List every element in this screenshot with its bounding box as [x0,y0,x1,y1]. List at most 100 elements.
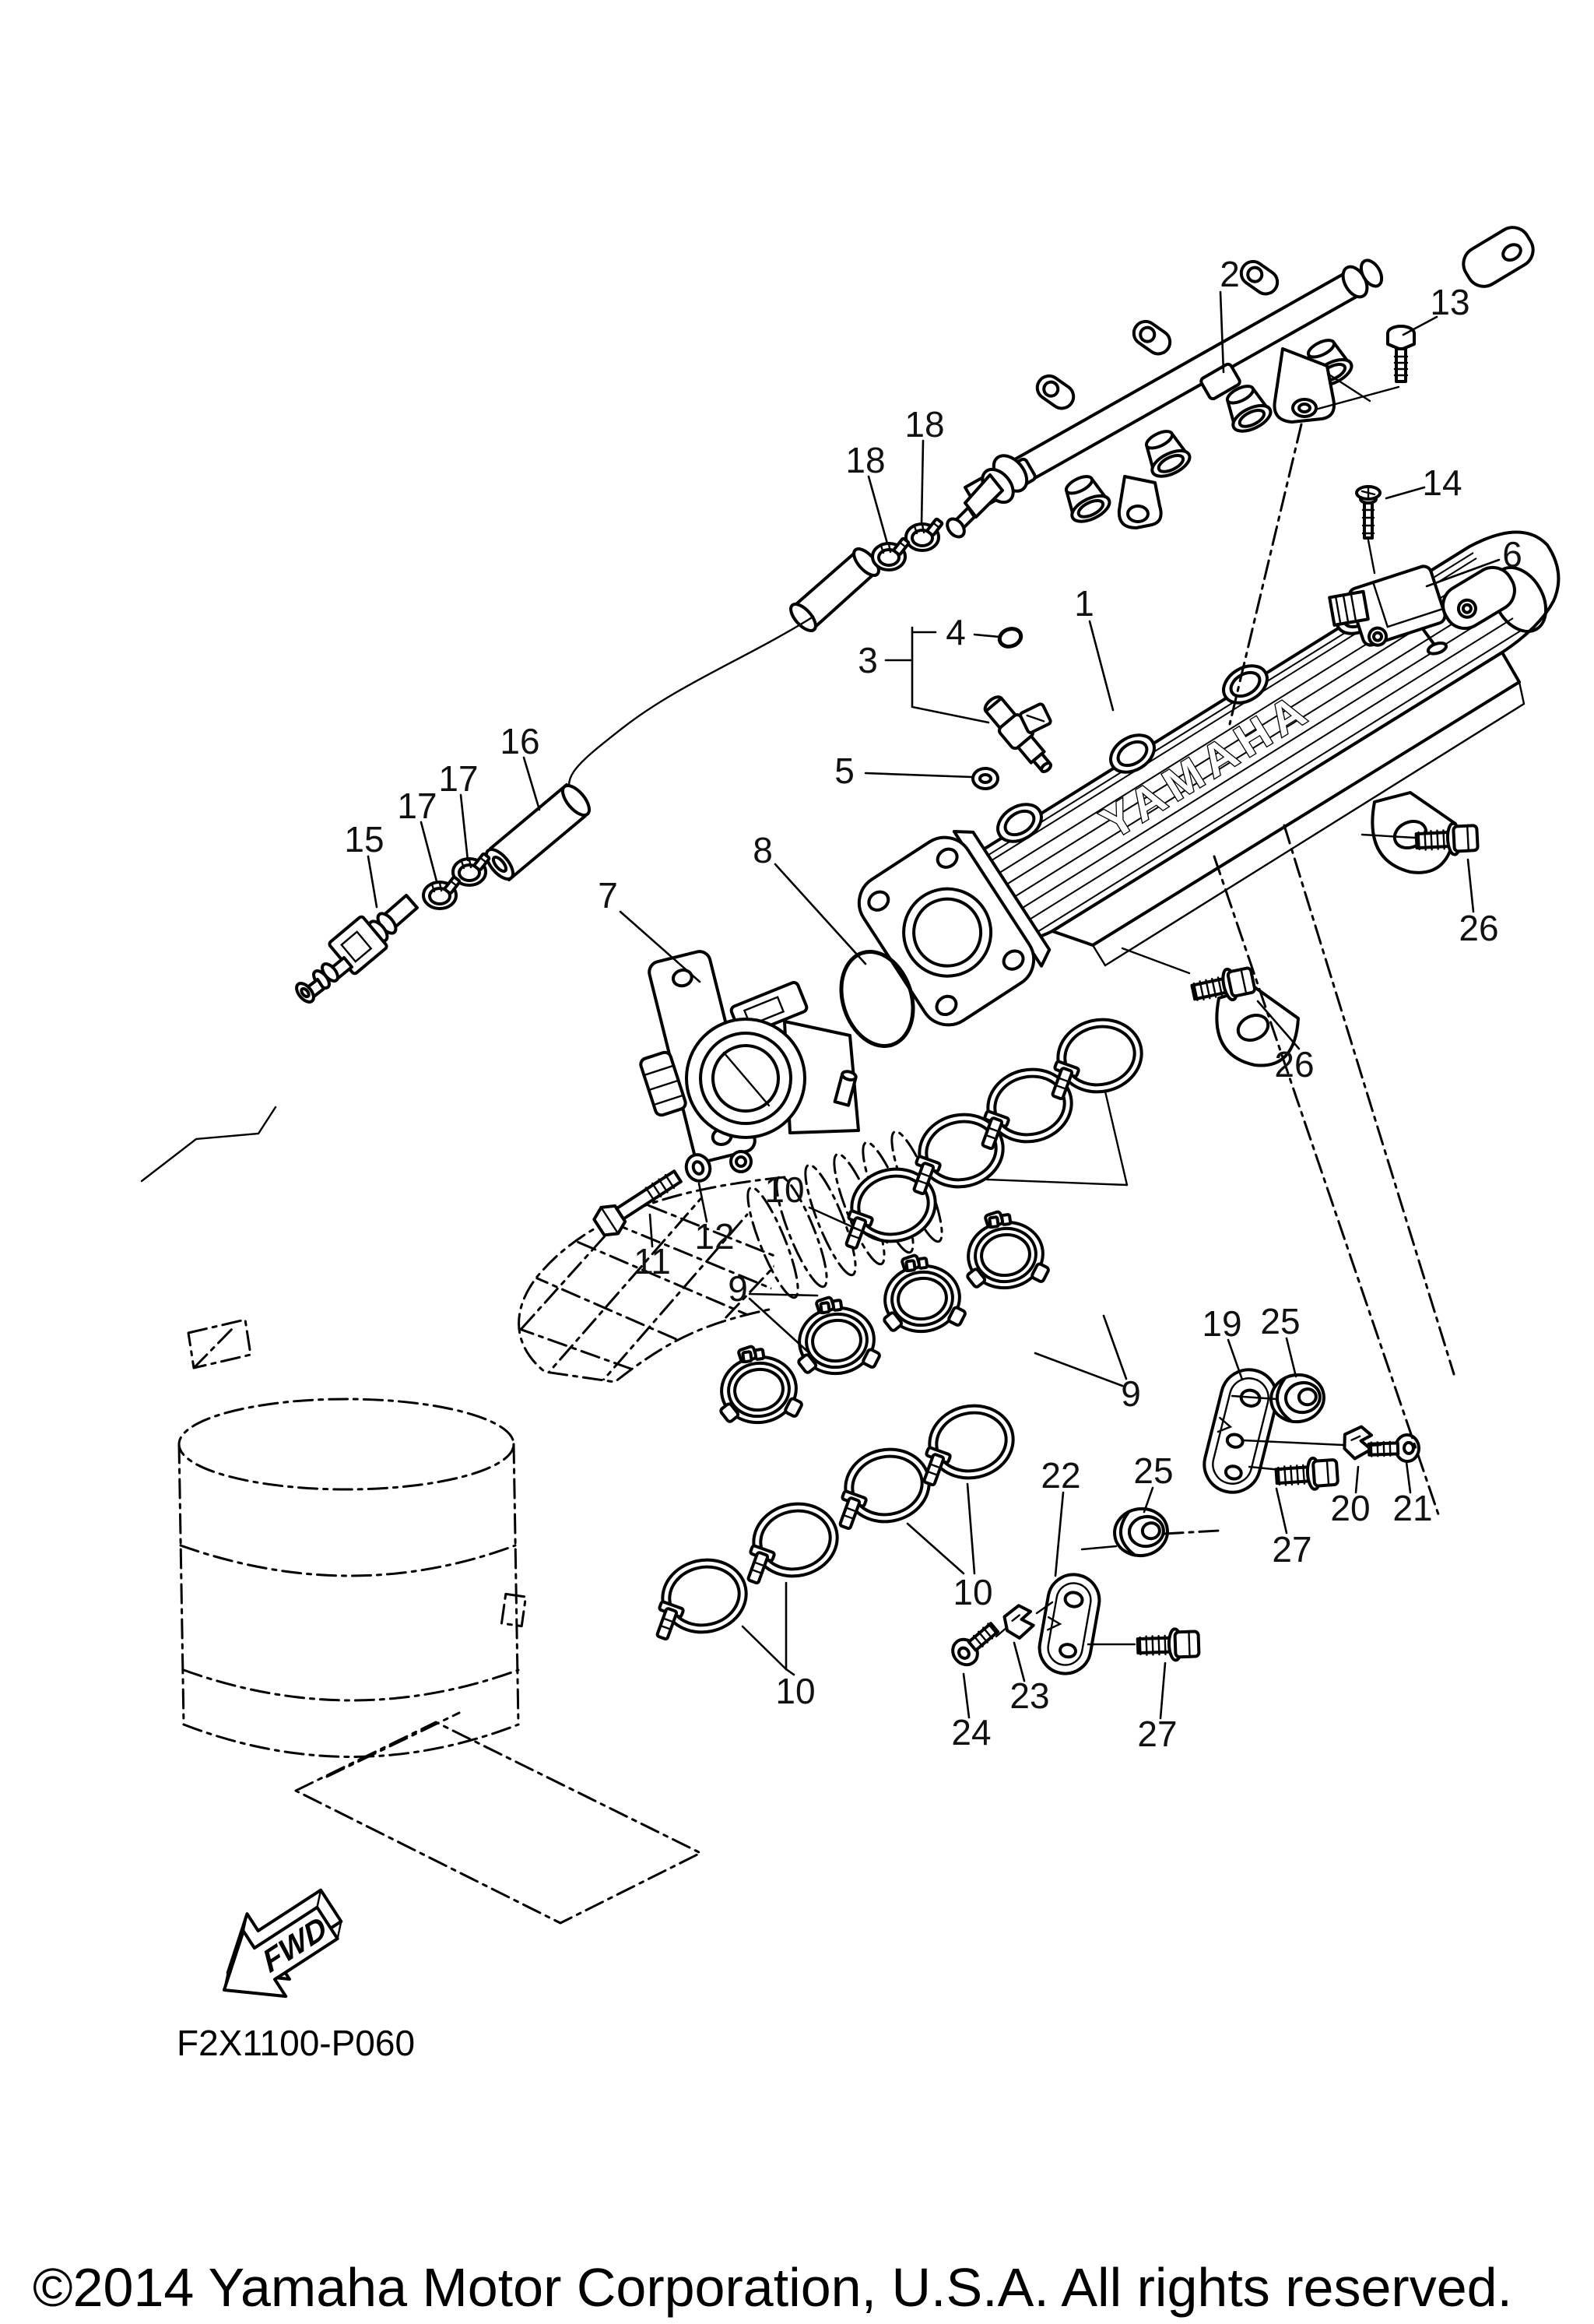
callout-26: 26 [1274,1044,1314,1085]
fwd-arrow: FWD [223,1888,343,1999]
leader-line-27 [1159,1661,1167,1720]
leader-line-7 [619,910,701,983]
callout-16: 16 [500,721,539,761]
bracket-22 [1038,1573,1101,1675]
leader-line-17 [459,793,469,862]
leader-line-23 [1013,1641,1026,1682]
leader-line-15 [367,855,378,909]
grommet-25 [1110,1503,1172,1561]
hose-clamp-10 [818,1440,938,1537]
callout-17: 17 [397,786,437,826]
rail-bracket [1273,347,1336,424]
callout-24: 24 [951,1712,991,1753]
callout-12: 12 [694,1216,734,1257]
intake-joint-9 [873,1247,970,1339]
callout-22: 22 [1041,1455,1080,1496]
callout-2: 2 [1220,254,1240,294]
leader-line-20 [1354,1465,1360,1494]
hose-clamp-10 [635,1550,755,1647]
leader-line-25 [1285,1337,1297,1378]
callout-27: 27 [1272,1529,1311,1570]
leader-line-10 [808,1206,889,1244]
duct-tag [187,1318,252,1369]
callout-19: 19 [1202,1303,1241,1344]
leader-line-13 [1402,315,1438,336]
callout-13: 13 [1430,282,1469,322]
leader-line-4 [973,633,1001,638]
callout-10: 10 [764,1169,804,1210]
fuel-rail-port [1059,470,1114,526]
fuel-rail-port [1139,425,1194,481]
intake-joint-9 [788,1289,884,1381]
leader-line-10 [966,1482,976,1575]
callout-10: 10 [775,1671,815,1711]
callout-9: 9 [1121,1373,1141,1414]
clip-23 [999,1601,1039,1643]
leader-line-12 [697,1182,708,1223]
leader-line-2 [1219,290,1225,374]
leader-line-17 [420,821,438,883]
callout-21: 21 [1392,1488,1432,1528]
callout-18: 18 [904,404,944,445]
hose-clamp-10 [726,1494,846,1591]
callout-9: 9 [728,1268,748,1309]
callout-17: 17 [438,758,478,799]
callout-4: 4 [946,612,966,652]
manifold-flange [857,829,1052,1027]
grommet-5 [971,767,999,790]
leader-line-5 [864,772,973,779]
injector-3 [983,695,1053,774]
intake-manifold: YAMAHA [857,530,1561,1067]
callout-25: 25 [1133,1450,1173,1491]
screw-14 [1355,485,1382,540]
o-ring-8 [839,949,915,1049]
callout-14: 14 [1422,462,1462,503]
duct-mesh [518,1178,785,1382]
air-duct [140,1106,943,1925]
leader-line-22 [1054,1491,1065,1577]
callout-18: 18 [845,440,885,480]
leader-line-26 [1256,1000,1301,1050]
copyright-text: ©2014 Yamaha Motor Corporation, U.S.A. A… [33,2257,1512,2318]
fuel-rail [946,226,1535,539]
callout-5: 5 [834,751,855,791]
manifold-mounting-boss [1215,791,1457,1067]
callout-3: 3 [858,640,878,680]
leader-line-11 [648,1213,654,1248]
callout-25: 25 [1260,1301,1300,1341]
fuel-pipe-joint-15 [295,894,419,1004]
fuel-hose-upper [789,547,880,632]
leader-line-16 [522,756,541,811]
pressure-regulator [946,454,1029,539]
leader-line-14 [1385,486,1426,500]
leader-line-9 [1034,1352,1124,1387]
leader-line-10 [741,1625,788,1671]
hose-clamp-17 [422,875,462,910]
leader-line-26 [1466,858,1475,913]
rail-end-bracket [1462,226,1535,288]
bolt-27 [1137,1628,1199,1661]
throttle-body [639,950,860,1173]
fuel-hose-16 [484,783,592,881]
callout-layer: 1234567899101010111213141516171718181920… [344,254,1522,1754]
washer-12 [684,1153,712,1183]
o-ring-4 [997,627,1023,649]
intake-joint-9 [710,1338,806,1430]
bracket-19 [1203,1368,1279,1494]
leader-line-1 [1088,620,1115,712]
callout-1: 1 [1074,583,1094,624]
callout-7: 7 [598,875,618,916]
callout-23: 23 [1009,1675,1049,1716]
leader-line-27 [1275,1487,1288,1535]
leader-line-3 [911,626,990,724]
hose-clamp-18 [904,517,945,552]
bolt-13 [1386,325,1416,383]
callout-6: 6 [1502,534,1522,575]
leader-line-18 [867,475,889,545]
callout-26: 26 [1459,908,1498,948]
callout-11: 11 [634,1241,671,1282]
leader-line-19 [1227,1338,1244,1381]
air-filter-housing [177,1318,702,1925]
